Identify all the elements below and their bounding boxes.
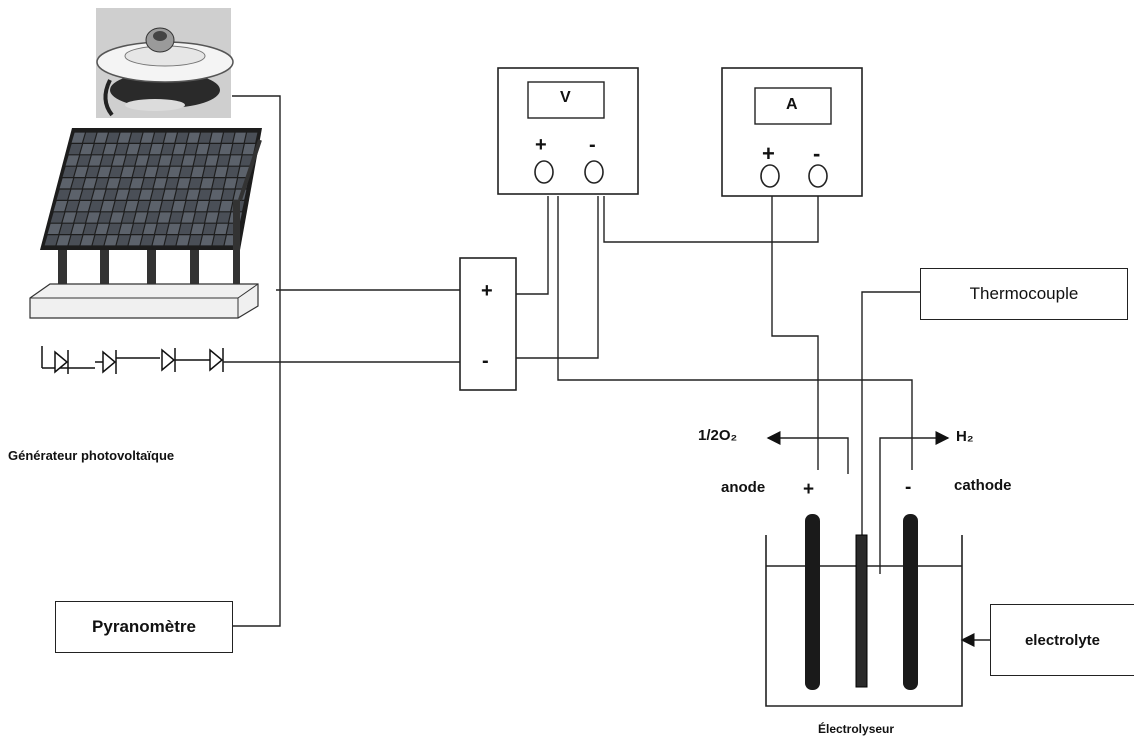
pyranometer-box: Pyranomètre [55,601,233,653]
voltmeter-minus-terminal [585,161,603,183]
ammeter-minus-terminal [809,165,827,187]
electrolyte-box: electrolyte [990,604,1134,676]
voltmeter-label: V [560,89,571,107]
pv-generator-label: Générateur photovoltaïque [8,448,174,463]
cathode-label: cathode [954,477,1012,494]
ammeter-label: A [786,96,798,114]
voltmeter-plus-terminal [535,161,553,183]
voltmeter-plus-label: + [535,134,547,157]
anode-electrode [805,514,820,690]
solar-panel [30,128,262,318]
electrolyser-tank [766,514,962,706]
diode-string [42,346,223,374]
ammeter-plus-label: + [762,141,775,167]
cathode-sign: - [905,477,911,499]
solar-cell [213,235,226,245]
cathode-gas-label: H₂ [956,428,974,445]
voltmeter-minus-label: - [589,134,596,157]
junction-plus-label: + [481,280,493,303]
thermocouple-probe [856,535,867,687]
voltmeter [498,68,638,194]
junction-minus-label: - [482,350,489,373]
anode-label: anode [721,479,765,496]
ammeter [722,68,862,196]
pyranometer-photo [96,8,233,118]
anode-gas-label: 1/2O₂ [698,427,737,444]
electrolyser-label: Électrolyseur [818,722,894,736]
ammeter-plus-terminal [761,165,779,187]
cathode-electrode [903,514,918,690]
anode-sign: + [803,479,814,501]
ammeter-minus-label: - [813,141,820,167]
thermocouple-box: Thermocouple [920,268,1128,320]
